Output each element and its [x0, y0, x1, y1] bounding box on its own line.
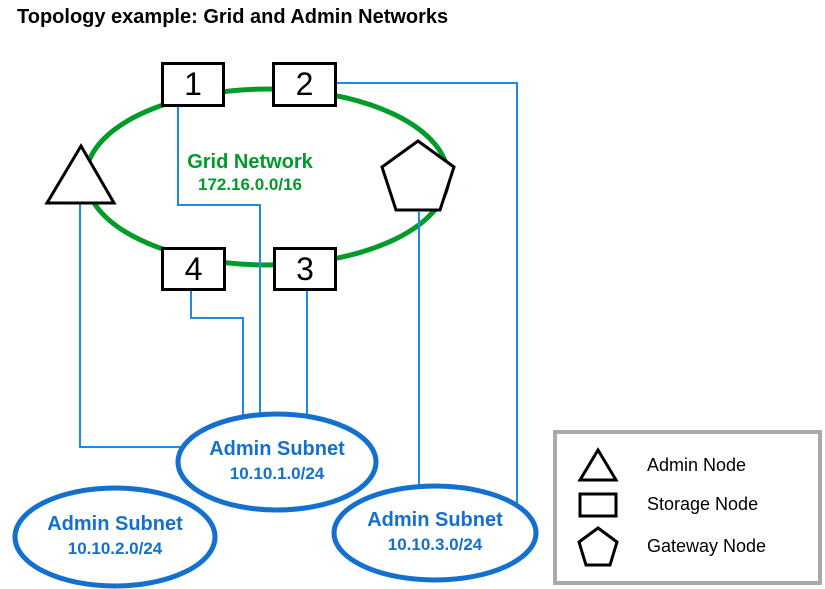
storage-node-label: 3	[296, 250, 314, 287]
storage-node-3: 3	[273, 247, 337, 291]
admin-subnet-name: Admin Subnet	[209, 438, 345, 460]
grid-network-label: Grid Network 172.16.0.0/16	[170, 150, 330, 196]
storage-node-4: 4	[161, 247, 226, 291]
storage-node-1: 1	[161, 62, 225, 107]
legend-item-gateway-node: Gateway Node	[575, 525, 818, 569]
connector-admin-node-subnet1	[79, 203, 195, 448]
connector-node4-subnet1	[190, 291, 244, 425]
admin-subnet-cidr: 10.10.3.0/24	[387, 535, 483, 554]
legend-item-label: Gateway Node	[647, 536, 767, 557]
legend-admin-node-icon	[575, 446, 621, 484]
storage-node-label: 4	[184, 250, 203, 287]
connector-node2-subnet3	[337, 82, 518, 512]
admin-subnet-1-label: Admin Subnet 10.10.1.0/24	[177, 437, 377, 485]
legend-item-storage-node: Storage Node	[575, 491, 818, 519]
admin-subnet-name: Admin Subnet	[367, 509, 503, 531]
admin-subnet-2-ellipse	[12, 485, 218, 589]
legend-item-admin-node: Admin Node	[575, 446, 818, 484]
admin-subnet-3-label: Admin Subnet 10.10.3.0/24	[335, 508, 535, 556]
legend: Admin Node Storage Node Gateway Node	[553, 430, 822, 585]
legend-item-label: Admin Node	[647, 454, 747, 475]
admin-subnet-name: Admin Subnet	[47, 513, 183, 535]
admin-subnet-2-label: Admin Subnet 10.10.2.0/24	[15, 512, 215, 560]
legend-item-label: Storage Node	[647, 494, 759, 514]
admin-subnet-1-ellipse	[175, 411, 379, 513]
legend-gateway-node-icon	[575, 525, 621, 569]
admin-subnet-cidr: 10.10.1.0/24	[229, 464, 325, 483]
page-title: Topology example: Grid and Admin Network…	[17, 6, 449, 28]
storage-node-label: 1	[184, 66, 202, 102]
admin-subnet-3-ellipse	[331, 483, 539, 583]
storage-node-2: 2	[272, 62, 337, 107]
connector-node1-subnet1	[177, 107, 261, 425]
gateway-node-icon	[380, 139, 456, 212]
storage-node-label: 2	[295, 66, 314, 102]
legend-storage-node-icon	[575, 491, 621, 519]
admin-node-icon	[44, 143, 117, 205]
grid-network-cidr: 172.16.0.0/16	[198, 175, 302, 194]
grid-network-name: Grid Network	[187, 151, 313, 173]
admin-subnet-cidr: 10.10.2.0/24	[67, 539, 163, 558]
